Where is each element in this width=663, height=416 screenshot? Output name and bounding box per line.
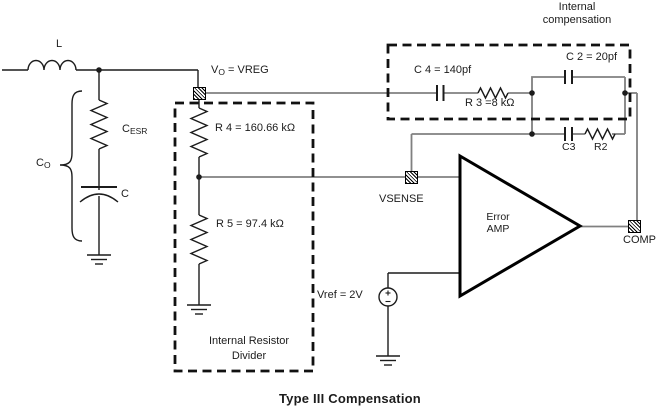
resistor-r2-symbol bbox=[584, 127, 616, 141]
vo-pad bbox=[193, 87, 206, 100]
vref-label: Vref = 2V bbox=[317, 289, 363, 301]
inductor-label: L bbox=[56, 38, 63, 50]
capacitor-c2-symbol bbox=[564, 70, 573, 84]
error-amp-line1: Error bbox=[486, 211, 510, 223]
internal-compensation-box bbox=[386, 43, 632, 121]
c4-value-label: C 4 = 140pf bbox=[414, 64, 472, 76]
co-label: CO bbox=[36, 157, 51, 170]
ground-symbol-vref bbox=[376, 355, 400, 366]
c2-value-label: C 2 = 20pf bbox=[566, 51, 618, 63]
wires-black bbox=[2, 59, 460, 366]
error-amp-line2: AMP bbox=[486, 223, 510, 235]
r4-value-label: R 4 = 160.66 kΩ bbox=[215, 122, 296, 134]
co-brace bbox=[59, 90, 83, 242]
cap-c-label: C bbox=[121, 188, 129, 200]
cesr-prefix: C bbox=[122, 123, 130, 135]
resistor-r4-symbol bbox=[189, 107, 209, 158]
comp-pin-label: COMP bbox=[623, 234, 656, 246]
ground-symbol-divider bbox=[187, 304, 211, 315]
error-amp-triangle bbox=[458, 153, 583, 299]
divider-caption-line2: Divider bbox=[231, 350, 267, 362]
internal-compensation-line2: compensation bbox=[542, 13, 612, 26]
junction-dots bbox=[96, 67, 628, 180]
vsense-pin-label: VSENSE bbox=[379, 193, 424, 205]
r5-value-label: R 5 = 97.4 kΩ bbox=[216, 218, 284, 230]
diagram-title: Type III Compensation bbox=[279, 391, 421, 406]
internal-compensation-line1: Internal bbox=[558, 1, 596, 13]
resistor-cesr-symbol bbox=[89, 99, 109, 150]
cesr-label: CESR bbox=[122, 123, 147, 136]
capacitor-c3-symbol bbox=[564, 127, 573, 141]
vo-subscript: O bbox=[218, 67, 225, 77]
r2-label: R2 bbox=[594, 141, 608, 153]
internal-compensation-title: Internal compensation bbox=[517, 1, 637, 26]
r3-value-label: R 3 =8 kΩ bbox=[465, 97, 515, 109]
cesr-subscript: ESR bbox=[129, 126, 148, 136]
error-amp-label: Error AMP bbox=[466, 211, 530, 235]
co-subscript: O bbox=[43, 160, 51, 170]
vo-vreg-label: VO = VREG bbox=[211, 64, 269, 77]
capacitor-c-curved-plate bbox=[79, 193, 119, 203]
compensation-symbols bbox=[436, 70, 616, 141]
c3-label: C3 bbox=[562, 141, 576, 153]
capacitor-c4-symbol bbox=[436, 85, 445, 101]
vsense-pad bbox=[405, 171, 418, 184]
internal-resistor-divider-caption: Internal Resistor Divider bbox=[186, 334, 312, 364]
resistor-r3-symbol bbox=[477, 86, 509, 100]
vo-rest: = VREG bbox=[224, 64, 269, 76]
co-prefix: C bbox=[36, 157, 44, 169]
comp-pad bbox=[628, 220, 641, 233]
vo-prefix: V bbox=[211, 64, 219, 76]
ground-symbol-output bbox=[87, 254, 111, 265]
divider-caption-line1: Internal Resistor bbox=[208, 335, 290, 347]
inductor-symbol bbox=[27, 59, 77, 71]
vref-polarity-marks bbox=[385, 290, 391, 303]
resistor-r5-symbol bbox=[189, 214, 209, 265]
